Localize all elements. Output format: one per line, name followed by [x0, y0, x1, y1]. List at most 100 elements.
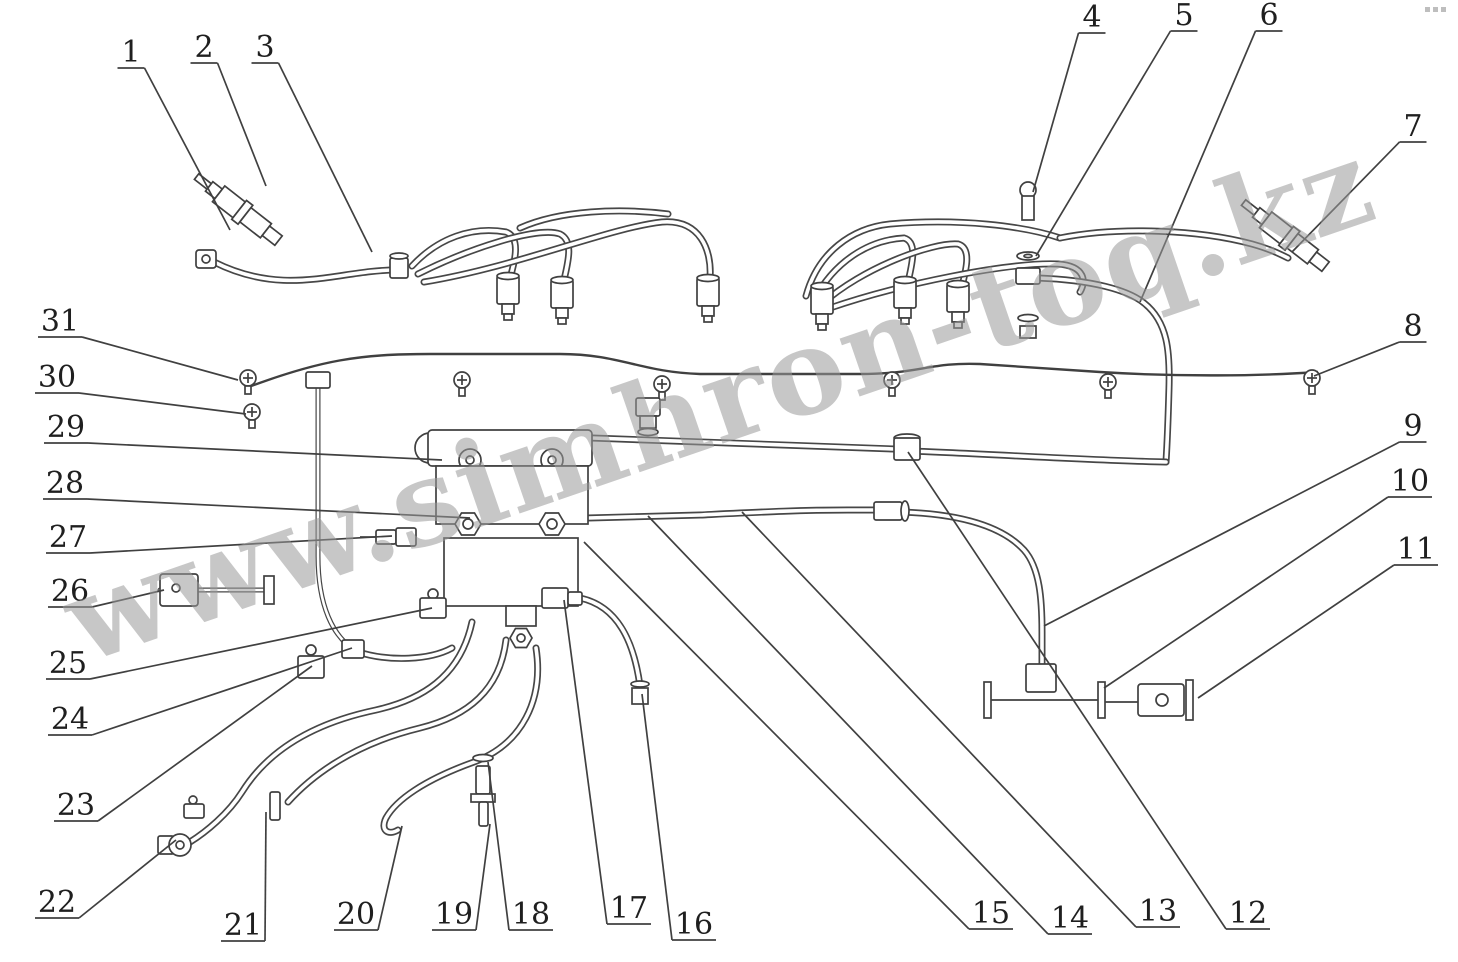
callout-leader-line: [907, 451, 1227, 930]
callout-label: 11: [1397, 532, 1435, 567]
callout-label: 1: [121, 35, 140, 70]
callout-label: 9: [1403, 409, 1422, 444]
callout-25: 25: [46, 607, 433, 681]
callout-leader-line: [87, 442, 443, 461]
callout-31: 31: [38, 304, 239, 381]
callout-13: 13: [741, 511, 1180, 929]
injector-feed-elbow-left: [195, 249, 409, 279]
callout-leader-line: [78, 392, 247, 415]
callout-leader-line: [563, 599, 608, 925]
callout-6: 6: [1139, 0, 1283, 303]
callout-14: 14: [647, 515, 1092, 936]
pipe-end-flange: [269, 791, 281, 821]
mounting-rod-assembly: [159, 573, 275, 607]
callout-leader-line: [86, 498, 471, 519]
callout-3: 3: [251, 30, 373, 253]
callout-20: 20: [334, 825, 403, 932]
callout-label: 8: [1403, 309, 1422, 344]
callout-label: 31: [41, 304, 79, 339]
callout-leader-line: [1197, 564, 1395, 699]
outlet-banjo-fitting: [541, 587, 583, 609]
callout-leader-line: [89, 535, 393, 554]
callout-24: 24: [48, 647, 353, 737]
callout-11: 11: [1197, 532, 1438, 699]
callout-label: 10: [1391, 464, 1429, 499]
low-pressure-pipes-left: [157, 385, 542, 846]
callout-label: 6: [1259, 0, 1278, 33]
callout-leader-line: [89, 607, 433, 680]
callout-label: 4: [1082, 0, 1101, 35]
callout-leader-line: [377, 825, 403, 931]
injector-nuts-left: [496, 271, 720, 325]
callout-28: 28: [43, 466, 471, 519]
callout-label: 21: [224, 908, 262, 943]
rail-screws: [239, 369, 1321, 429]
pipe: [315, 385, 361, 655]
callout-30: 30: [35, 360, 247, 415]
hollow-bolt-washer-stack: [1015, 181, 1041, 339]
callout-27: 27: [46, 520, 393, 555]
callout-leader-line: [277, 62, 373, 253]
callout-leader-line: [81, 336, 239, 381]
pipe-union-right: [873, 500, 910, 522]
callout-21: 21: [221, 811, 267, 943]
pipe-bracket: [341, 639, 365, 659]
callout-leader-line: [216, 62, 267, 187]
drain-stud: [630, 680, 650, 705]
callout-leader-line: [1043, 441, 1400, 627]
washer: [472, 753, 494, 763]
pipe-clamp-small: [419, 588, 447, 619]
callout-29: 29: [44, 410, 443, 461]
callout-leader-line: [647, 515, 1049, 935]
pump-body: [435, 465, 589, 525]
callout-label: 23: [57, 788, 95, 823]
callout-23: 23: [54, 665, 313, 823]
callout-16: 16: [641, 693, 716, 942]
callout-leader-line: [487, 761, 510, 931]
callout-17: 17: [563, 599, 651, 926]
injector-assembly-right: [1235, 192, 1334, 277]
callout-leader-line: [641, 693, 673, 941]
callout-label: 20: [337, 897, 375, 932]
hollow-bolt-shaft: [1021, 195, 1035, 221]
callout-leader-line: [78, 839, 177, 919]
callout-leader-line: [1313, 341, 1400, 377]
callout-label: 18: [512, 897, 550, 932]
callout-leader-line: [1035, 30, 1172, 257]
callout-leader-line: [741, 511, 1137, 928]
callout-label: 2: [194, 30, 213, 65]
callout-label: 22: [38, 885, 76, 920]
callout-12: 12: [907, 451, 1270, 931]
high-pressure-pipes-left: [210, 207, 714, 286]
callout-label: 24: [51, 702, 89, 737]
rail-union-fitting: [635, 397, 661, 437]
callout-label: 26: [51, 574, 89, 609]
callout-label: 27: [49, 520, 87, 555]
callout-22: 22: [35, 839, 177, 920]
pipe: [380, 644, 542, 836]
pipe-end-elbow: [157, 795, 205, 857]
callout-19: 19: [432, 823, 491, 932]
return-line-fitting: [893, 433, 921, 461]
callout-leader-line: [264, 811, 267, 942]
callout-label: 17: [610, 891, 648, 926]
callout-15: 15: [583, 541, 1013, 931]
callout-label: 30: [38, 360, 76, 395]
callout-5: 5: [1035, 0, 1198, 257]
banjo-fitting: [1015, 267, 1041, 285]
tee-branch-fitting: [305, 371, 331, 389]
callout-leader-line: [583, 541, 970, 930]
callout-leader-line: [1103, 496, 1389, 689]
callout-label: 12: [1229, 896, 1267, 931]
plug-and-washer: [470, 753, 496, 827]
callout-leader-line: [91, 647, 353, 736]
corner-mark-icon: [1425, 7, 1446, 12]
callout-2: 2: [190, 30, 267, 187]
callout-leader-line: [475, 823, 491, 931]
leak-off-rail: [245, 352, 1319, 390]
fuel-delivery-pipe-right: [576, 506, 1046, 690]
callout-4: 4: [1032, 0, 1106, 193]
callout-1: 1: [117, 35, 231, 231]
